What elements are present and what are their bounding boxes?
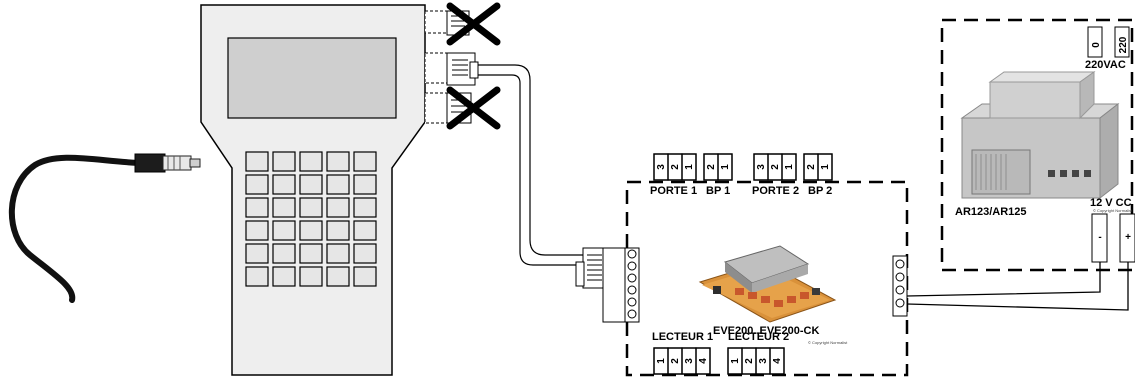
psu-pin-220: 220	[1118, 36, 1129, 53]
psu-pin-0: 0	[1091, 42, 1102, 48]
label-bp1: BP 1	[706, 185, 730, 197]
pin-number: 3	[758, 358, 769, 364]
label-lecteur1: LECTEUR 1	[652, 331, 713, 343]
handheld-programmer	[200, 4, 426, 376]
keypad-key	[299, 174, 323, 195]
pin-number: 2	[670, 164, 681, 170]
pin-number: 4	[772, 358, 783, 364]
controller-copyright: © Copyright Normalist	[808, 340, 848, 345]
keypad-key	[299, 220, 323, 241]
not-used-cross-icon	[446, 86, 501, 130]
keypad-key	[272, 197, 296, 218]
keypad-key	[353, 243, 377, 264]
screw-terminal-left	[602, 247, 640, 323]
keypad-key	[353, 197, 377, 218]
keypad-key	[326, 174, 350, 195]
label-porte1: PORTE 1	[650, 185, 697, 197]
screw	[627, 285, 637, 295]
screw	[895, 272, 905, 282]
psu-pin-minus: -	[1098, 232, 1101, 243]
label-bp2: BP 2	[808, 185, 832, 197]
keypad-key	[245, 151, 269, 172]
psu-box	[940, 18, 1134, 272]
keypad-key	[299, 151, 323, 172]
screw	[895, 285, 905, 295]
label-porte2: PORTE 2	[752, 185, 799, 197]
pin-number: 1	[784, 164, 795, 170]
not-used-cross-icon	[446, 2, 501, 46]
pin-number: 2	[744, 358, 755, 364]
pin-number: 3	[656, 164, 667, 170]
screw	[627, 261, 637, 271]
power-wires	[906, 262, 1129, 311]
keypad-key	[272, 220, 296, 241]
keypad-key	[272, 151, 296, 172]
keypad-key	[326, 197, 350, 218]
keypad-key	[272, 174, 296, 195]
screw	[895, 298, 905, 308]
pin-number: 3	[684, 358, 695, 364]
pin-number: 3	[756, 164, 767, 170]
keypad-key	[299, 266, 323, 287]
psu-copyright: © Copyright Normalist	[1093, 208, 1133, 213]
screw	[627, 249, 637, 259]
psu-image	[960, 71, 1120, 200]
psu-model: AR123/AR125	[955, 206, 1027, 218]
keypad	[245, 151, 377, 287]
pin-number: 2	[670, 358, 681, 364]
pin-number: 2	[706, 164, 717, 170]
screw-terminal-right	[892, 255, 908, 317]
keypad-key	[326, 266, 350, 287]
controller-board-image	[698, 245, 837, 323]
pin-number: 2	[806, 164, 817, 170]
rj-plug	[575, 247, 606, 289]
screw	[895, 259, 905, 269]
psu-pin-plus: +	[1125, 232, 1131, 243]
pin-number: 1	[730, 358, 741, 364]
programmer-screen	[227, 37, 397, 119]
psu-output-terminals: - +	[1091, 213, 1135, 263]
keypad-key	[272, 266, 296, 287]
psu-input-terminals: 0 220	[1087, 26, 1130, 58]
psu-input-label: 220VAC	[1085, 59, 1126, 71]
keypad-key	[245, 174, 269, 195]
label-lecteur2: LECTEUR 2	[728, 331, 789, 343]
keypad-key	[353, 266, 377, 287]
keypad-key	[245, 266, 269, 287]
screw	[627, 309, 637, 319]
pin-number: 1	[820, 164, 831, 170]
keypad-key	[353, 174, 377, 195]
keypad-key	[299, 243, 323, 264]
pin-number: 4	[698, 358, 709, 364]
pin-number: 1	[684, 164, 695, 170]
programmer-cable	[478, 64, 583, 266]
keypad-key	[272, 243, 296, 264]
screw	[627, 273, 637, 283]
keypad-key	[353, 220, 377, 241]
keypad-key	[245, 243, 269, 264]
pin-number: 1	[720, 164, 731, 170]
keypad-key	[299, 197, 323, 218]
keypad-key	[326, 243, 350, 264]
pin-number: 1	[656, 358, 667, 364]
psu-output-label: 12 V CC	[1090, 197, 1132, 209]
keypad-key	[326, 151, 350, 172]
screw	[627, 297, 637, 307]
keypad-key	[245, 197, 269, 218]
keypad-key	[245, 220, 269, 241]
keypad-key	[353, 151, 377, 172]
power-cable	[8, 153, 201, 303]
controller-model: EVE200..EVE200-CK	[713, 325, 819, 337]
keypad-key	[326, 220, 350, 241]
pin-number: 2	[770, 164, 781, 170]
